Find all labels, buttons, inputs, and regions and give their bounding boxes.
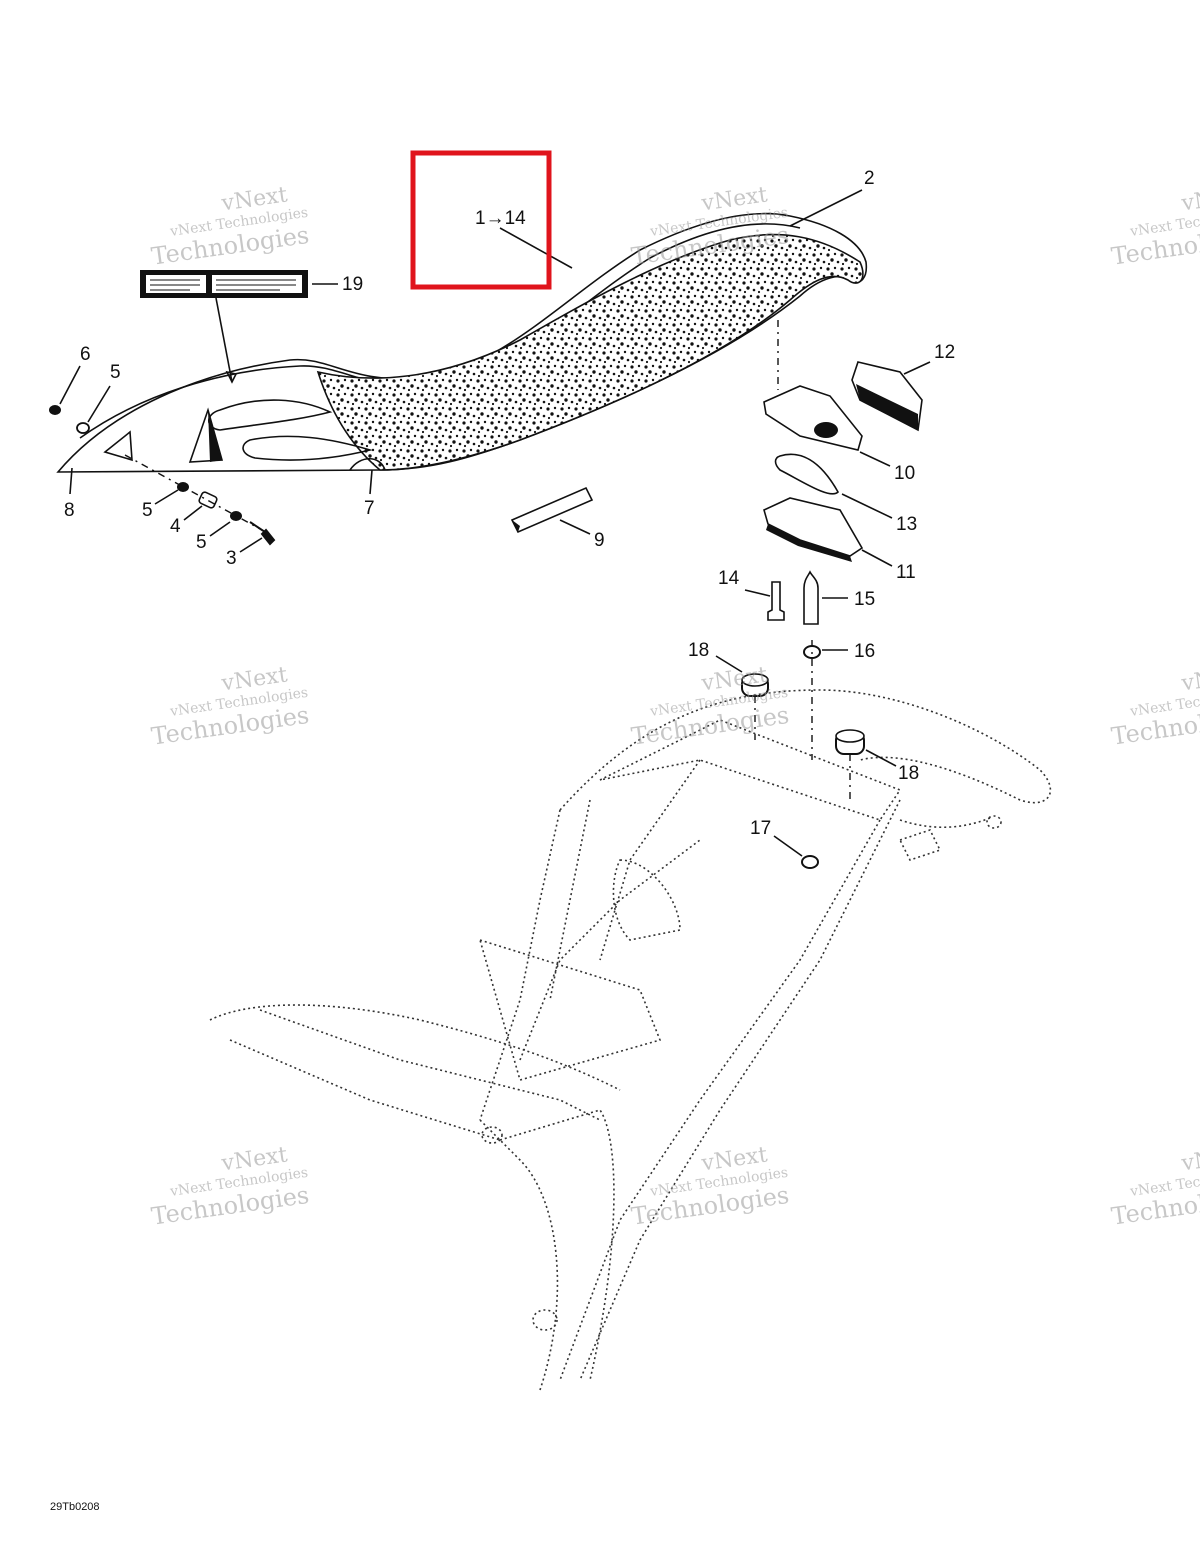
callout-labels: 2 19 6 5 12 10 8 5 7 4 5 3 9 13 11 14 15… bbox=[64, 168, 955, 839]
seat-side-cutout-lower bbox=[242, 435, 374, 461]
drawing-code: 29Tb0208 bbox=[50, 1501, 100, 1513]
callout-19: 19 bbox=[342, 274, 363, 295]
latch-bracket bbox=[763, 385, 863, 451]
callout-5: 5 bbox=[196, 532, 207, 553]
svg-text:vNext: vNext bbox=[1179, 662, 1200, 696]
callout-15: 15 bbox=[854, 589, 875, 610]
watermark: vNext vNext Technologies Technologies bbox=[150, 182, 311, 270]
watermark: vNext vNext Technologies Technologies bbox=[1110, 1142, 1200, 1230]
watermark: vNext vNext Technologies Technologies bbox=[1110, 662, 1200, 750]
callout-13: 13 bbox=[896, 514, 917, 535]
callout-11: 11 bbox=[896, 562, 916, 583]
warning-decal bbox=[140, 270, 308, 298]
callout-18: 18 bbox=[898, 763, 919, 784]
latch-gasket bbox=[774, 453, 839, 495]
callout-3: 3 bbox=[226, 548, 237, 569]
callout-8: 8 bbox=[64, 500, 75, 521]
seat-strip bbox=[510, 486, 594, 534]
seat-hook bbox=[349, 457, 386, 471]
bolt-icon bbox=[767, 581, 785, 621]
watermark: vNext vNext Technologies Technologies bbox=[630, 1142, 791, 1230]
watermark: vNext vNext Technologies Technologies bbox=[630, 662, 791, 750]
highlight-box: 1→14 bbox=[410, 150, 552, 290]
seat-assembly bbox=[56, 212, 868, 473]
seat-side-cutout bbox=[207, 399, 333, 431]
callout-5: 5 bbox=[142, 500, 153, 521]
highlight-label: 1→14 bbox=[475, 208, 526, 229]
callout-14: 14 bbox=[718, 568, 740, 589]
seat-textured-surface bbox=[316, 233, 864, 471]
seat-side-bracket-shade bbox=[208, 410, 222, 462]
callout-4: 4 bbox=[170, 516, 181, 537]
callout-18: 18 bbox=[688, 640, 709, 661]
vehicle-frame bbox=[209, 689, 1052, 1391]
latch-assembly bbox=[763, 320, 923, 760]
svg-text:vNext: vNext bbox=[1179, 182, 1200, 216]
callout-7: 7 bbox=[364, 498, 375, 519]
bumper-parts bbox=[741, 673, 865, 869]
callout-12: 12 bbox=[934, 342, 955, 363]
watermark: vNext vNext Technologies Technologies bbox=[1110, 182, 1200, 270]
watermark: vNext vNext Technologies Technologies bbox=[150, 1142, 311, 1230]
callout-6: 6 bbox=[80, 344, 91, 365]
callout-10: 10 bbox=[894, 463, 915, 484]
callout-16: 16 bbox=[854, 641, 875, 662]
striker-pin bbox=[803, 570, 819, 625]
svg-text:vNext: vNext bbox=[1179, 1142, 1200, 1176]
spacer-icon bbox=[198, 491, 218, 509]
washer-icon bbox=[177, 482, 189, 492]
watermark: vNext vNext Technologies Technologies bbox=[150, 662, 311, 750]
nut-icon bbox=[801, 855, 819, 869]
washer-icon bbox=[76, 422, 90, 434]
nut-icon bbox=[49, 405, 61, 415]
seat-rear-triangle bbox=[103, 430, 133, 462]
leader-lines bbox=[59, 189, 931, 857]
callout-5: 5 bbox=[110, 362, 121, 383]
callout-2: 2 bbox=[864, 168, 875, 189]
callout-17: 17 bbox=[750, 818, 771, 839]
callout-9: 9 bbox=[594, 530, 605, 551]
fastener-stack bbox=[49, 405, 276, 546]
